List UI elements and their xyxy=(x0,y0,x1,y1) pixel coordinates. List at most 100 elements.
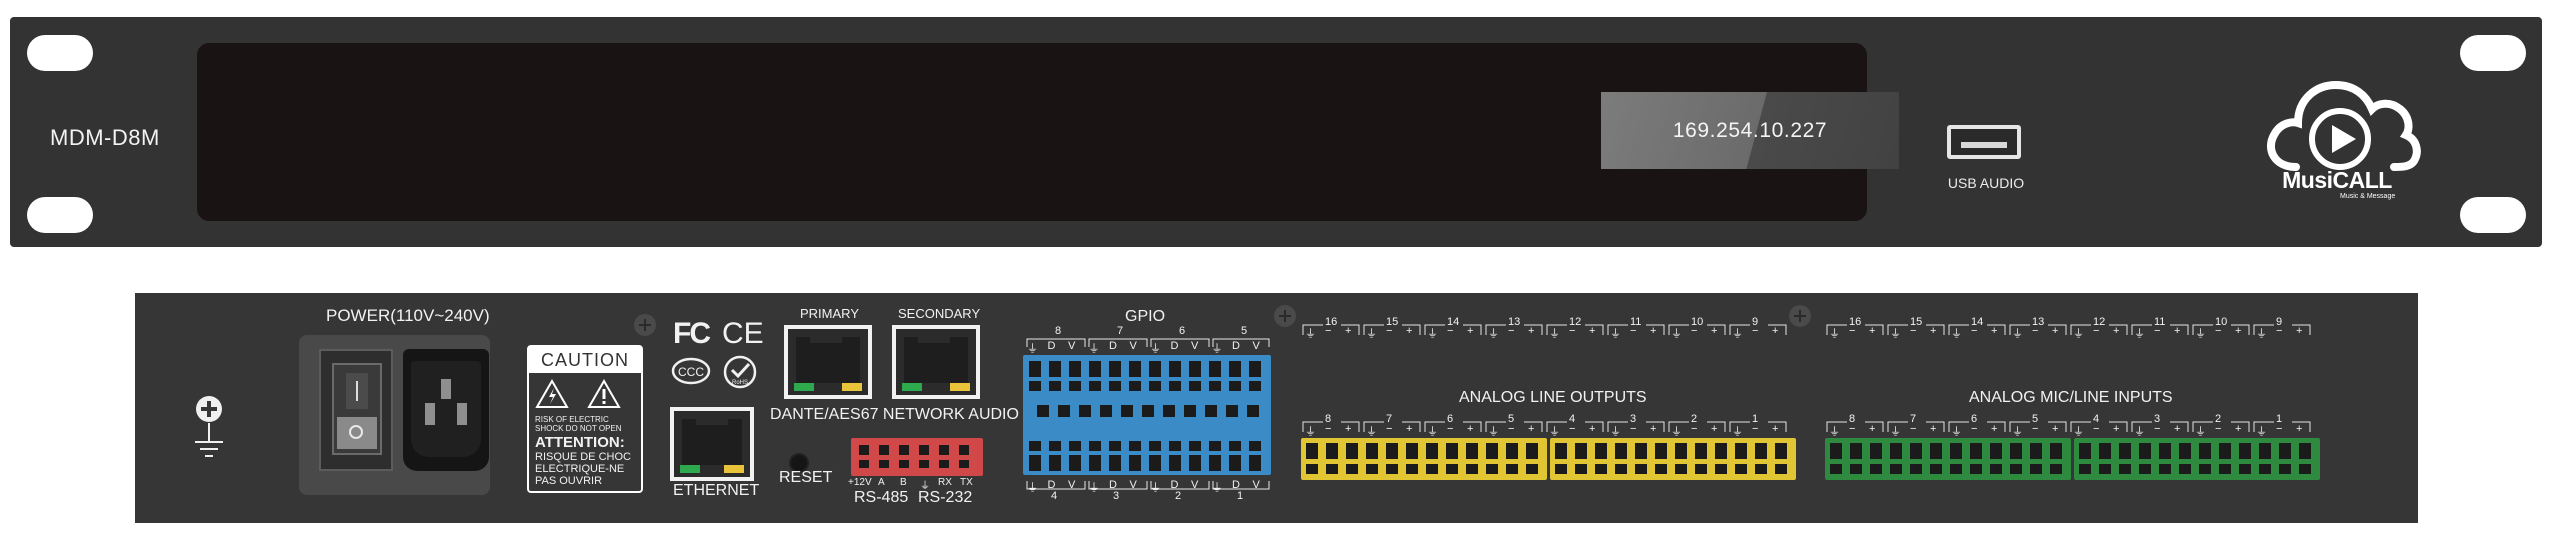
terminal-pin xyxy=(2239,464,2251,474)
inputs-pin-letter: − xyxy=(2093,325,2100,337)
terminal-pin xyxy=(1575,464,1587,474)
gpio-pin-letter: V xyxy=(1068,340,1076,352)
gpio-pin-letter: ⏚ xyxy=(1211,482,1223,494)
inputs-pin-letter: + xyxy=(1869,423,1876,435)
terminal-pin xyxy=(1306,443,1318,459)
terminal-pin xyxy=(1990,464,2002,474)
analog-output-block-a[interactable] xyxy=(1301,438,1547,480)
gpio-pin xyxy=(1109,441,1121,451)
power-switch[interactable] xyxy=(319,349,393,471)
rs232-label: RS-232 xyxy=(918,489,973,506)
terminal-pin xyxy=(2079,464,2091,474)
lcd-display: 169.254.10.227 xyxy=(1601,92,1899,169)
outputs-pin-letter: + xyxy=(1650,325,1657,337)
rs-pin-label: TX xyxy=(960,477,973,488)
rocker-icon xyxy=(332,363,382,455)
terminal-pin xyxy=(1675,443,1687,459)
gpio-pin xyxy=(1109,381,1121,391)
outputs-channel-number: 6 xyxy=(1447,413,1454,425)
gpio-pin xyxy=(1189,441,1201,451)
terminal-pin xyxy=(2179,464,2191,474)
usb-port[interactable] xyxy=(1947,125,2021,159)
inputs-pin-letter: + xyxy=(1930,423,1937,435)
analog-input-block-a[interactable] xyxy=(1825,438,2071,480)
outputs-channel-number: 10 xyxy=(1691,316,1704,328)
outputs-pin-letter: ⏚ xyxy=(1671,426,1682,438)
inputs-pin-letter: + xyxy=(1930,325,1937,337)
terminal-pin xyxy=(2279,464,2291,474)
gpio-pin-letter: ⏚ xyxy=(1027,482,1038,494)
outputs-pin-letter: + xyxy=(1589,423,1596,435)
inputs-channel-number: 16 xyxy=(1849,316,1862,328)
inputs-pin-letter: ⏚ xyxy=(1829,426,1840,438)
outputs-pin-letter: + xyxy=(1467,423,1474,435)
outputs-pin-letter: + xyxy=(1406,423,1413,435)
gpio-pin-letter: ⏚ xyxy=(1150,482,1161,494)
gpio-pin xyxy=(1149,361,1161,377)
inputs-channel-number: 6 xyxy=(1971,413,1978,425)
ethernet-port[interactable] xyxy=(670,407,754,481)
gpio-pin xyxy=(1049,381,1061,391)
inputs-channel-number: 15 xyxy=(1910,316,1923,328)
primary-network-port[interactable] xyxy=(784,325,872,399)
terminal-pin xyxy=(2279,443,2291,459)
gpio-pin-letter: ⏚ xyxy=(1211,343,1223,355)
brand-name: MusiCALL xyxy=(2282,167,2392,193)
inputs-pin-letter: + xyxy=(1991,325,1998,337)
power-module xyxy=(299,335,490,495)
gpio-pin xyxy=(1029,381,1041,391)
rack-ear-hole xyxy=(2460,197,2526,233)
panel-screw xyxy=(634,314,656,336)
terminal-pin xyxy=(1910,464,1922,474)
gpio-center-pin xyxy=(1142,405,1154,417)
inputs-pin-letter: ⏚ xyxy=(2195,426,2206,438)
terminal-pin xyxy=(2139,443,2151,459)
inputs-pin-letter: − xyxy=(2154,423,2161,435)
terminal-pin xyxy=(1575,443,1587,459)
warning-triangle-icon xyxy=(535,379,569,408)
iec-power-inlet[interactable] xyxy=(403,349,489,471)
terminal-pin xyxy=(1615,443,1627,459)
gpio-channel-number: 6 xyxy=(1179,325,1186,337)
gpio-terminal-block[interactable] xyxy=(1023,355,1271,475)
terminal-pin xyxy=(1910,443,1922,459)
inputs-pin-letter: + xyxy=(2113,325,2120,337)
outputs-upper-bracket xyxy=(1302,324,1787,335)
rack-ear-hole xyxy=(27,197,93,233)
terminal-pin xyxy=(2259,464,2271,474)
terminal-pin xyxy=(1466,464,1478,474)
inputs-pin-letter: − xyxy=(2032,325,2039,337)
terminal-pin xyxy=(1635,443,1647,459)
gpio-pin xyxy=(1129,361,1141,377)
terminal-pin xyxy=(1735,464,1747,474)
gpio-pin xyxy=(1229,381,1241,391)
terminal-pin xyxy=(2299,443,2311,459)
reset-label: RESET xyxy=(779,469,833,486)
outputs-channel-number: 9 xyxy=(1752,316,1759,328)
inputs-lower-bracket xyxy=(1826,421,2311,432)
terminal-pin xyxy=(2010,464,2022,474)
terminal-pin xyxy=(2030,443,2042,459)
ip-address-readout: 169.254.10.227 xyxy=(1672,118,1828,142)
analog-input-block-b[interactable] xyxy=(2074,438,2320,480)
inputs-channel-number: 7 xyxy=(1910,413,1917,425)
terminal-pin xyxy=(2079,443,2091,459)
terminal-pin xyxy=(1386,443,1398,459)
outputs-pin-letter: + xyxy=(1711,325,1718,337)
gpio-center-pin xyxy=(1226,405,1238,417)
secondary-network-port[interactable] xyxy=(892,325,980,399)
inputs-channel-number: 9 xyxy=(2276,316,2283,328)
rs-terminal-block[interactable] xyxy=(851,438,983,476)
inputs-pin-letter: − xyxy=(2276,423,2283,435)
inputs-pin-letter: + xyxy=(2235,325,2242,337)
outputs-pin-letter: ⏚ xyxy=(1732,328,1743,340)
analog-output-block-b[interactable] xyxy=(1550,438,1796,480)
outputs-pin-letter: ⏚ xyxy=(1488,426,1499,438)
gpio-pin xyxy=(1129,455,1141,471)
gpio-pin xyxy=(1229,441,1241,451)
reset-button[interactable] xyxy=(789,453,809,473)
terminal-pin xyxy=(2050,464,2062,474)
caution-french-line: RISQUE DE CHOC xyxy=(535,451,631,463)
terminal-pin xyxy=(1655,464,1667,474)
front-panel: MDM-D8M 169.254.10.227 USB AUDIO MusiCAL… xyxy=(10,17,2542,247)
